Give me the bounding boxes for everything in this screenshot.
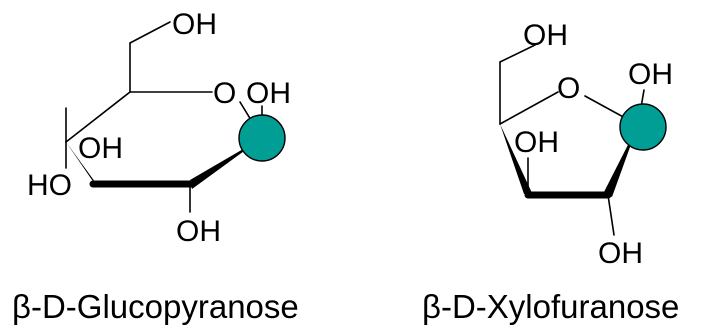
bond-c2-oh bbox=[607, 194, 615, 236]
atom-oh-c1: OH bbox=[628, 58, 673, 91]
atom-oh-c3: OH bbox=[514, 126, 559, 159]
wedge-c4-c3 bbox=[66, 142, 98, 186]
atom-ring-o: O bbox=[213, 77, 236, 110]
wedge-c4-c3 bbox=[500, 124, 532, 194]
bond-c5-c4 bbox=[65, 91, 131, 143]
bond-c4-ring-o bbox=[499, 91, 559, 125]
atom-oh-c6: OH bbox=[172, 8, 217, 41]
atom-oh-c4-up: OH bbox=[78, 132, 123, 165]
atom-ho-c4: HO bbox=[27, 169, 72, 202]
atom-oh-c2: OH bbox=[598, 237, 643, 270]
bond-c6-oh bbox=[129, 21, 171, 44]
atom-ring-o: O bbox=[557, 72, 580, 105]
molecule-name-glucopyranose: β-D-Glucopyranose bbox=[12, 288, 299, 325]
xylofuranose-structure: OH O OH OH OH β-D-Xylofuranose bbox=[422, 19, 679, 325]
glucopyranose-structure: OH O OH OH HO OH β-D-Glucopyranose bbox=[12, 8, 299, 325]
anomeric-carbon-marker bbox=[619, 103, 667, 151]
atom-oh-c5: OH bbox=[523, 19, 568, 52]
anomeric-carbon-marker bbox=[238, 114, 286, 162]
molecule-name-xylofuranose: β-D-Xylofuranose bbox=[422, 288, 679, 325]
atom-oh-c1: OH bbox=[246, 77, 291, 110]
atom-oh-c2: OH bbox=[176, 215, 221, 248]
bond-c5-oh bbox=[499, 44, 536, 63]
